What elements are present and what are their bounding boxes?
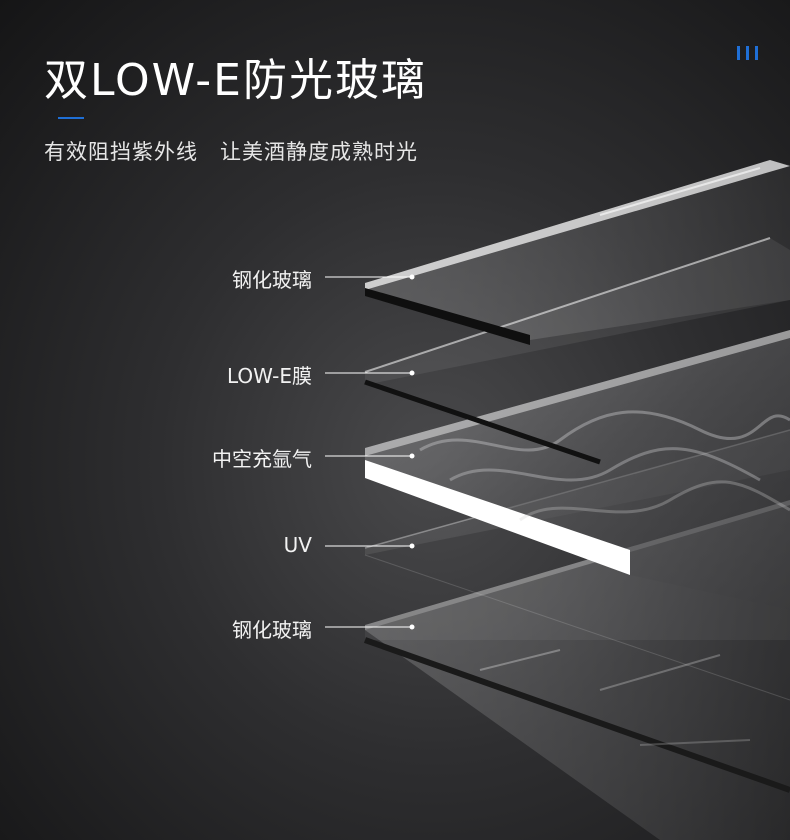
- layer-label-uv: UV: [142, 533, 312, 557]
- layer-label-tempered-glass-top: 钢化玻璃: [142, 264, 312, 293]
- top-glass-panel: [365, 160, 790, 345]
- layer-label-low-e-film: LOW-E膜: [142, 360, 312, 389]
- layer-label-tempered-glass-bottom: 钢化玻璃: [142, 614, 312, 643]
- layer-label-argon: 中空充氩气: [142, 443, 312, 472]
